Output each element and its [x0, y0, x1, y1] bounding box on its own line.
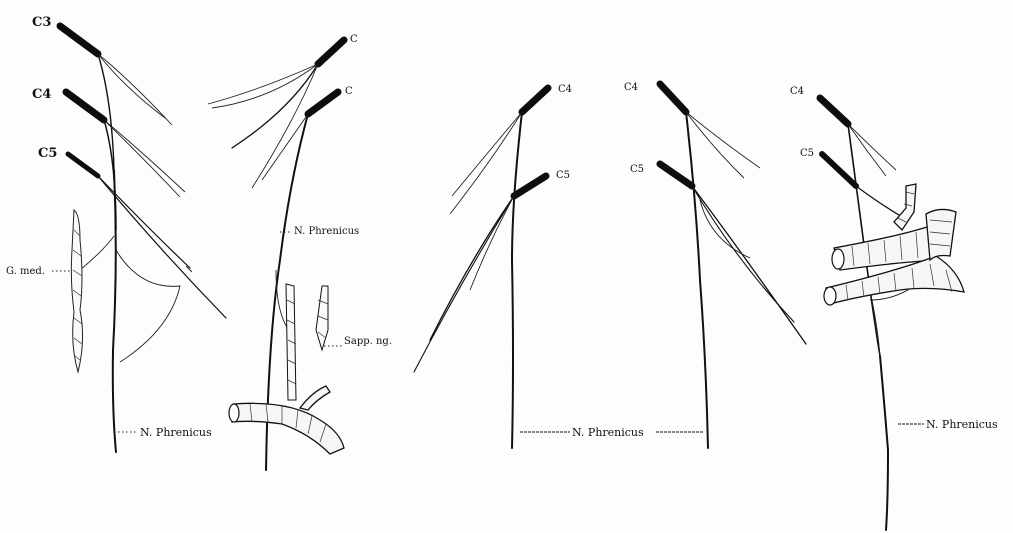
panel-4: C4 C5 N. Phrenicus — [790, 86, 998, 530]
root-label-3b: C5 — [556, 170, 570, 181]
nerve-label-1: N. Phrenicus — [140, 426, 212, 439]
phrenic-trunk-1 — [113, 170, 116, 452]
root-label-3c: C4 — [624, 82, 638, 93]
vessel-vertical-4 — [926, 209, 956, 260]
c4-branch-a — [104, 120, 185, 192]
root-label-3d: C5 — [630, 164, 644, 175]
c3-branch-b — [98, 54, 165, 118]
vessel-branch-4 — [894, 184, 916, 230]
phrenic-trunk-4 — [880, 356, 888, 530]
root-label-2b: C — [345, 86, 353, 97]
root-c5 — [68, 154, 98, 176]
nerve-label-3: N. Phrenicus — [572, 426, 644, 439]
root-c4-3r — [660, 84, 686, 112]
root-label-2a: C — [350, 34, 358, 45]
root-label-4b: C5 — [800, 148, 814, 159]
panel-3: C4 C5 C4 C5 N. Phrenicus — [414, 82, 806, 448]
root-upper — [318, 40, 344, 64]
vessel-small — [316, 286, 328, 350]
ansa-loop-1 — [116, 250, 180, 362]
panel-1: C3 C4 C5 G. med. N. Phrenicus — [6, 15, 226, 452]
root-label-c5: C5 — [38, 146, 57, 161]
root-c3 — [60, 26, 98, 54]
panel-2: C C N. Phrenicus Sapp. ng. — [208, 34, 392, 470]
root-c5-3r — [660, 164, 692, 186]
root-c4-4 — [820, 98, 848, 124]
phrenic-trunk-3r — [686, 112, 708, 448]
root-c4-3 — [522, 88, 548, 112]
ganglion-label: G. med. — [6, 266, 45, 277]
root-label-c3: C3 — [32, 15, 51, 30]
c5-branch-b — [98, 176, 226, 318]
root-lower — [308, 92, 338, 114]
root-label-4a: C4 — [790, 86, 804, 97]
root-c5-3 — [514, 176, 546, 196]
root-label-3a: C4 — [558, 84, 572, 95]
root-c5-4 — [822, 154, 856, 186]
nerve-label-2: N. Phrenicus — [294, 226, 359, 237]
ganglion-medium — [71, 210, 82, 372]
vessel-ascending — [286, 284, 296, 400]
root-c4 — [66, 92, 104, 120]
phrenic-trunk-3 — [512, 112, 522, 448]
subclavian-vessel — [232, 403, 344, 454]
root-label-c4: C4 — [32, 87, 51, 102]
nerve-label-4: N. Phrenicus — [926, 418, 998, 431]
c5-branch-a — [98, 176, 190, 268]
vessel-label: Sapp. ng. — [344, 336, 392, 347]
